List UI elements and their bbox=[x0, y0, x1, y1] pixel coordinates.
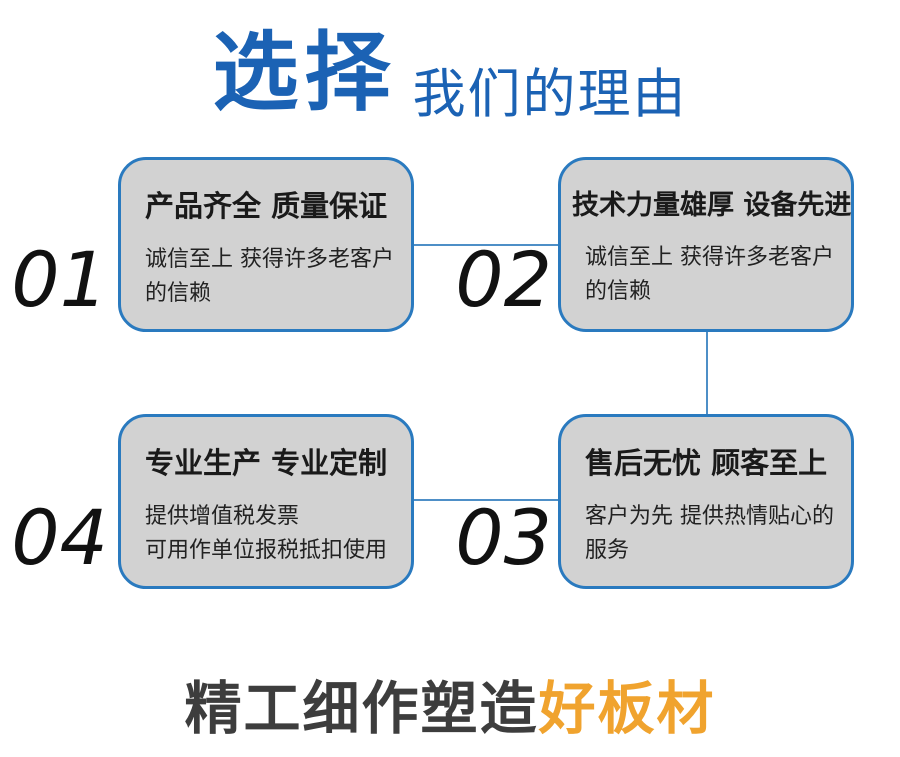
connector-line-vertical bbox=[706, 331, 708, 416]
card-description: 诚信至上 获得许多老客户 的信赖 bbox=[585, 241, 843, 309]
page-title-main: 选择 bbox=[212, 23, 397, 123]
card-technology-equipment: 技术力量雄厚 设备先进 诚信至上 获得许多老客户 的信赖 bbox=[558, 157, 854, 332]
card-title: 技术力量雄厚 设备先进 bbox=[572, 190, 852, 221]
card-description-line: 的信赖 bbox=[585, 279, 652, 304]
connector-line-row1 bbox=[413, 244, 559, 246]
step-number-02: 02 bbox=[455, 235, 552, 324]
card-description-line: 诚信至上 获得许多老客户 bbox=[585, 245, 834, 270]
card-description: 客户为先 提供热情贴心的 服务 bbox=[585, 500, 843, 568]
footer-slogan-accent: 好板材 bbox=[538, 676, 716, 742]
step-number-03: 03 bbox=[455, 493, 552, 582]
card-description-line: 客户为先 提供热情贴心的 bbox=[585, 504, 834, 529]
card-description-line: 诚信至上 获得许多老客户 bbox=[145, 247, 394, 272]
card-description-line: 可用作单位报税抵扣使用 bbox=[145, 538, 388, 563]
card-description-line: 服务 bbox=[585, 538, 630, 563]
step-number-04: 04 bbox=[11, 493, 108, 582]
footer-slogan-main: 精工细作塑造 bbox=[184, 676, 539, 742]
card-title: 售后无忧 顾客至上 bbox=[585, 446, 828, 480]
connector-line-row2 bbox=[413, 499, 559, 501]
page-title: 选择 我们的理由 bbox=[0, 23, 900, 123]
card-description: 诚信至上 获得许多老客户 的信赖 bbox=[145, 243, 403, 311]
card-description: 提供增值税发票 可用作单位报税抵扣使用 bbox=[145, 500, 403, 568]
footer-slogan: 精工细作塑造好板材 bbox=[0, 681, 900, 738]
card-description-line: 提供增值税发票 bbox=[145, 504, 300, 529]
page-title-sub: 我们的理由 bbox=[412, 64, 688, 125]
step-number-01: 01 bbox=[11, 235, 108, 324]
card-after-sales-service: 售后无忧 顾客至上 客户为先 提供热情贴心的 服务 bbox=[558, 414, 854, 589]
card-title: 专业生产 专业定制 bbox=[145, 446, 388, 480]
card-product-quality: 产品齐全 质量保证 诚信至上 获得许多老客户 的信赖 bbox=[118, 157, 414, 332]
card-production-customization: 专业生产 专业定制 提供增值税发票 可用作单位报税抵扣使用 bbox=[118, 414, 414, 589]
card-description-line: 的信赖 bbox=[145, 281, 212, 306]
card-title: 产品齐全 质量保证 bbox=[145, 189, 388, 223]
